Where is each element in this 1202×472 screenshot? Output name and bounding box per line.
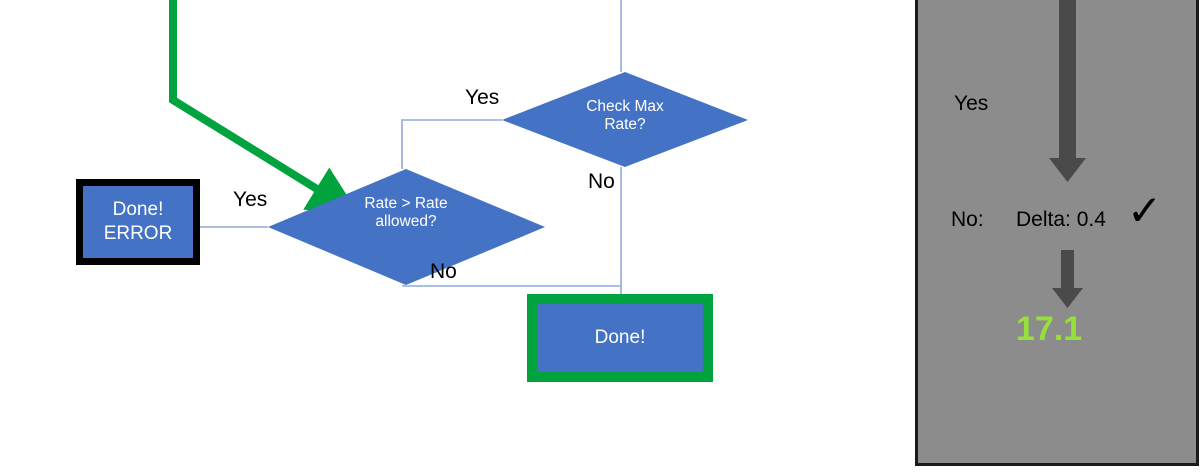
node-done-error[interactable]: Done! ERROR [76, 179, 200, 265]
panel-result-value: 17.1 [1016, 310, 1083, 348]
node-done-line1: Done! [594, 327, 646, 348]
connector-check-max-yes [401, 119, 502, 169]
panel-no-label: No: [951, 208, 984, 231]
panel-graphics [1049, 0, 1086, 308]
edge-label-check-max-yes: Yes [465, 86, 500, 109]
node-done[interactable]: Done! [527, 294, 713, 382]
node-done-error-line1: Done! [112, 199, 164, 221]
down-arrow-long-icon [1049, 0, 1086, 182]
node-rate-gt-allowed[interactable] [268, 169, 545, 285]
connector-rate-gt-no [402, 285, 621, 287]
highlight-path-green [169, 0, 360, 216]
flowchart-canvas: Check Max Rate? Rate > Rate allowed? Don… [76, 0, 748, 382]
down-arrow-short-icon [1052, 250, 1083, 308]
node-done-error-line2: ERROR [103, 223, 173, 244]
side-panel: Yes No: Delta: 0.4 ✓ 17.1 [915, 0, 1199, 466]
flowchart-graphics [169, 0, 748, 294]
panel-delta-value: Delta: 0.4 [1016, 208, 1106, 231]
node-check-max-rate[interactable] [502, 72, 748, 167]
check-icon: ✓ [1127, 187, 1163, 234]
edge-label-rate-gt-yes: Yes [233, 188, 268, 211]
edge-label-rate-gt-no: No [430, 260, 457, 283]
edge-label-check-max-no: No [588, 170, 615, 193]
panel-yes-label: Yes [954, 92, 989, 115]
